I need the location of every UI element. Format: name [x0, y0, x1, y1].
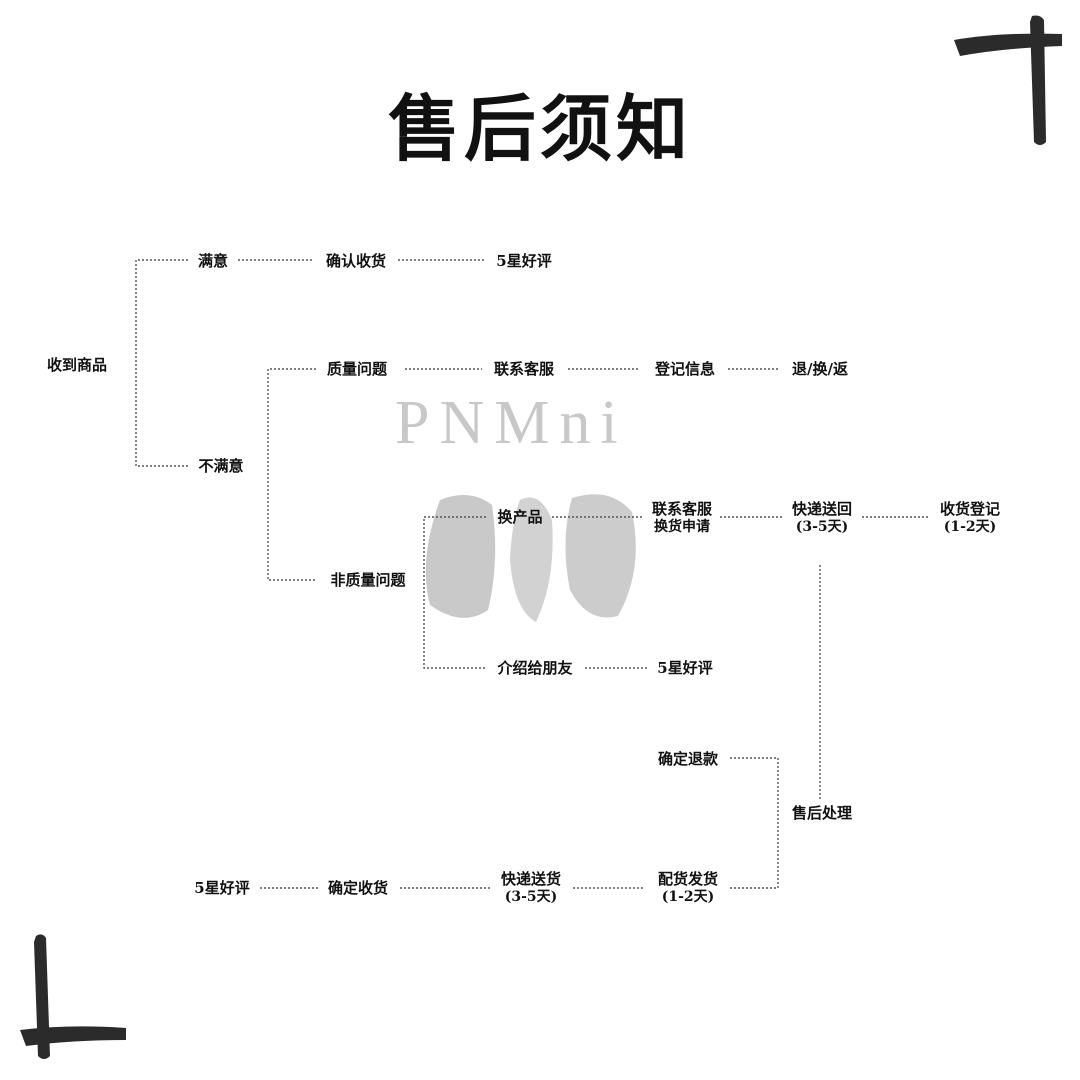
page-title: 售后须知 [387, 86, 692, 171]
node-confirm-receipt-top: 确认收货 [325, 252, 387, 270]
node-receive-goods: 收到商品 [46, 356, 108, 374]
node-unsatisfied: 不满意 [198, 457, 244, 475]
watermark: PNMni [395, 389, 628, 457]
node-express-back: 快递送回 (3-5天) [791, 500, 853, 535]
node-return-exchange: 退/换/返 [792, 360, 848, 378]
corner-brush-bottom-left [20, 934, 126, 1059]
node-confirm-refund: 确定退款 [657, 750, 719, 768]
node-contact-service-exchange: 联系客服 换货申请 [651, 500, 713, 535]
node-quality-issue: 质量问题 [326, 360, 388, 378]
node-contact-service-top: 联系客服 [493, 360, 555, 378]
node-five-star-bottom: 5星好评 [194, 879, 250, 897]
connector-nonquality-bracket [423, 516, 486, 669]
node-introduce-friend: 介绍给朋友 [497, 659, 573, 677]
node-satisfied: 满意 [197, 252, 229, 270]
connector-refund-dispatch-bracket [730, 757, 779, 889]
node-register-info: 登记信息 [654, 360, 716, 378]
connector-receive-bracket [135, 259, 188, 467]
node-dispatch: 配货发货 (1-2天) [657, 870, 719, 905]
connector-unsatisfied-bracket [267, 368, 316, 581]
node-after-sales: 售后处理 [791, 804, 853, 822]
node-non-quality-issue: 非质量问题 [330, 571, 406, 589]
node-five-star-top: 5星好评 [496, 252, 552, 270]
node-confirm-receipt-bottom: 确定收货 [327, 879, 389, 897]
corner-brush-top-right [954, 15, 1062, 145]
node-receipt-register: 收货登记 (1-2天) [939, 500, 1001, 535]
node-express-ship: 快递送货 (3-5天) [500, 870, 562, 905]
node-exchange-product: 换产品 [497, 508, 543, 526]
node-five-star-mid: 5星好评 [657, 659, 713, 677]
